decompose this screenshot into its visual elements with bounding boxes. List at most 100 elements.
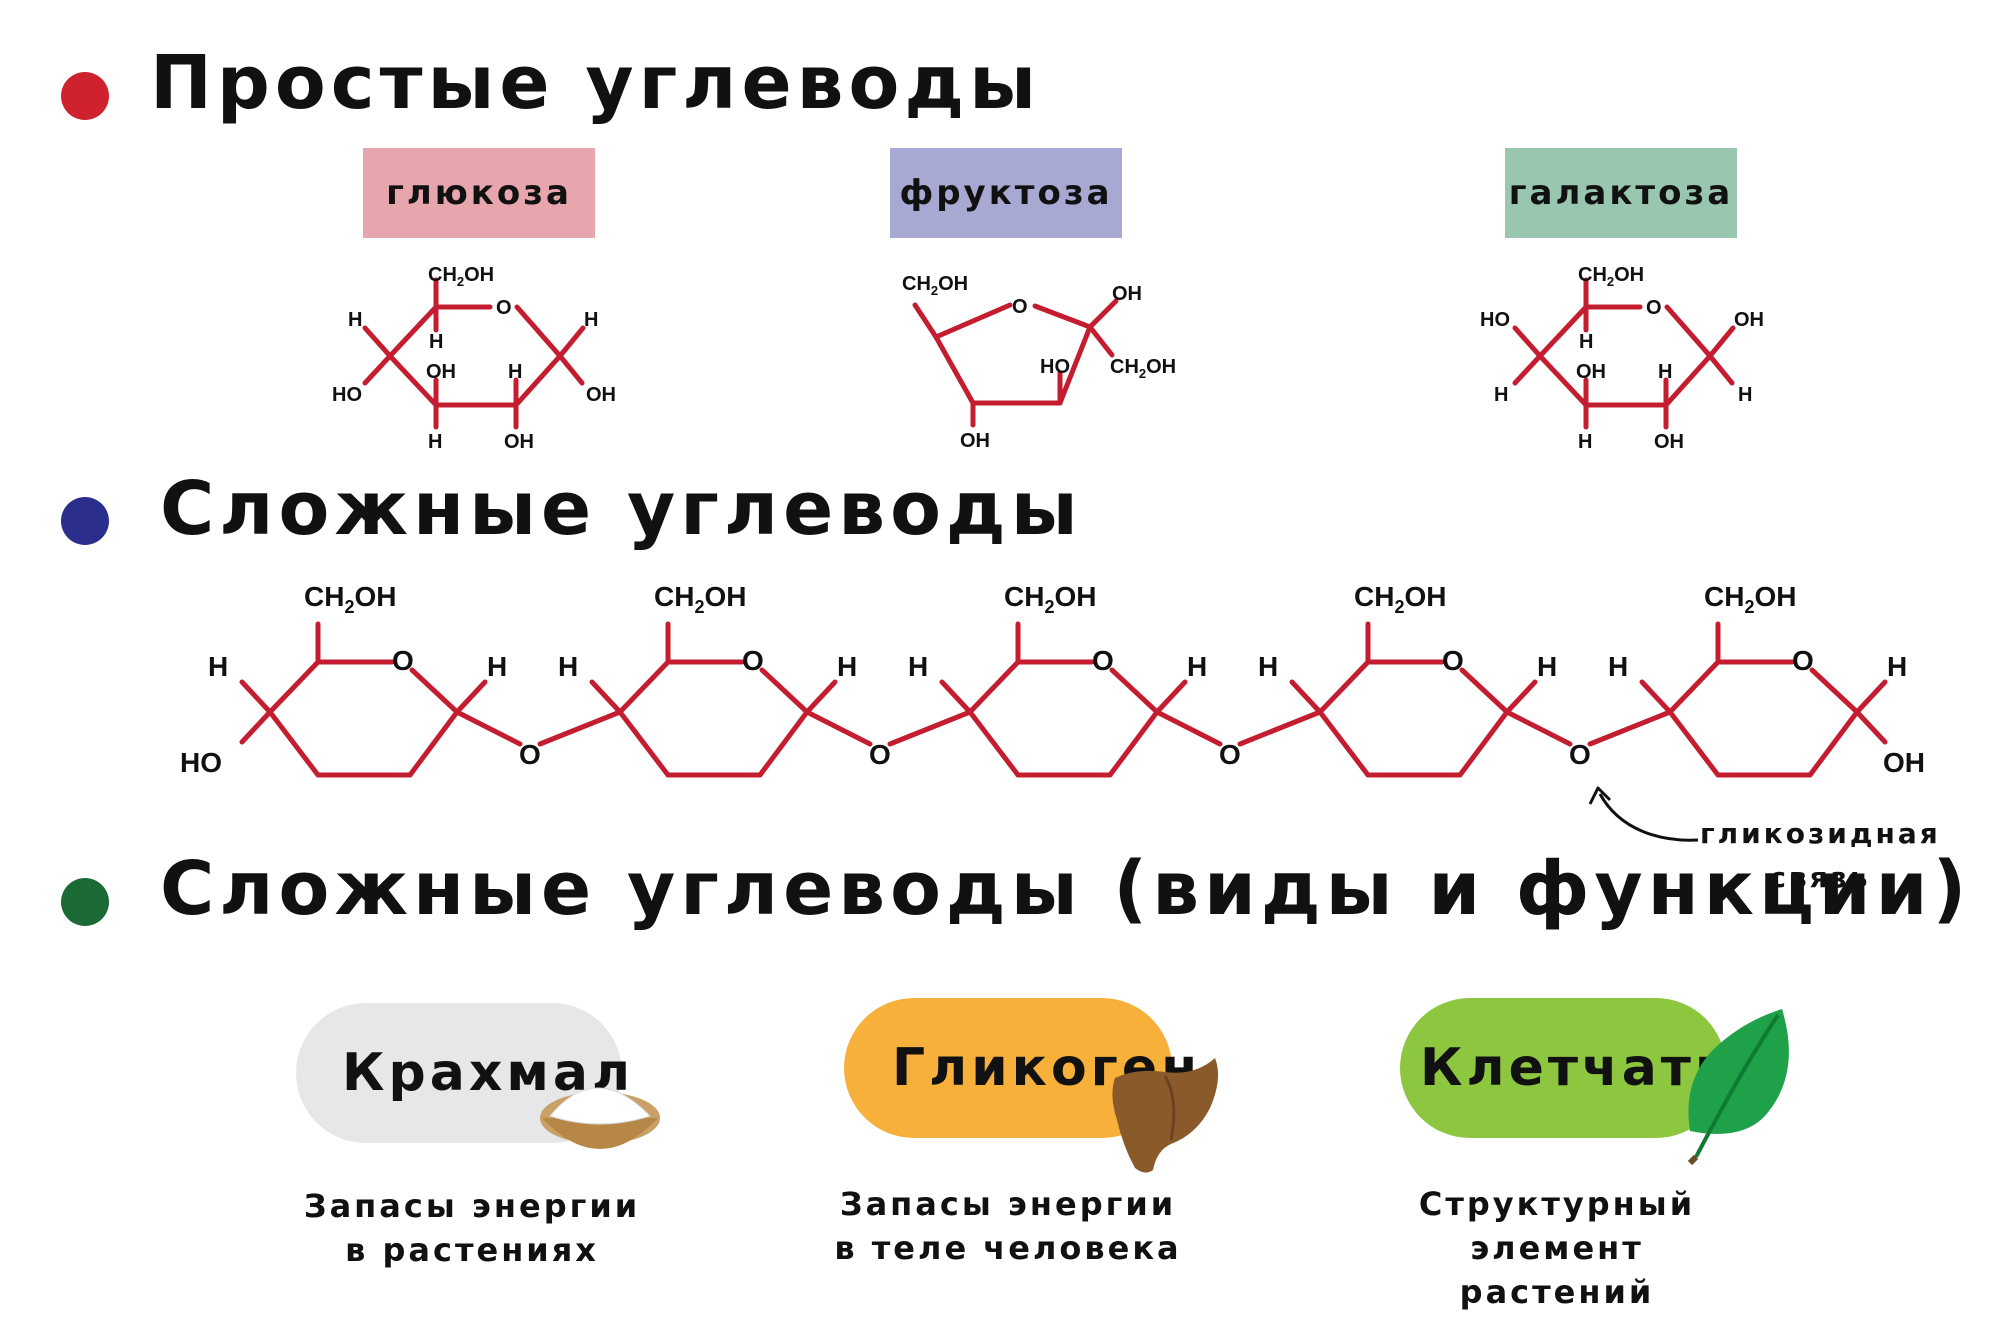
glycosidic-o: O <box>519 739 541 770</box>
starch-bowl-icon <box>540 1087 660 1149</box>
side-bond <box>1639 679 1673 715</box>
ring-bond <box>967 659 1021 715</box>
chain-ch2oh: CH2OH <box>304 581 396 617</box>
chain-ring-o: O <box>1442 645 1464 676</box>
chain-h-left: H <box>1258 651 1278 682</box>
glucose-ho-left: HO <box>332 384 362 406</box>
galactose-ring-o: O <box>1646 297 1662 319</box>
chain-ch2oh: CH2OH <box>1354 581 1446 617</box>
galactose-structure: CH2OH O OH H HO H H OH H H OH <box>1480 264 1764 453</box>
ring-bond <box>267 659 321 715</box>
side-bond <box>1154 679 1188 715</box>
chain-unit-3: CH2OH O H H <box>908 581 1207 778</box>
galactose-oh-right: OH <box>1734 309 1764 331</box>
chain-ring-o: O <box>1092 645 1114 676</box>
chain-ch2oh: CH2OH <box>1704 581 1796 617</box>
galactose-oh-c2: OH <box>1654 431 1684 453</box>
ring-bond <box>757 709 810 778</box>
galactose-label: галактоза <box>1505 148 1737 238</box>
side-bond <box>1854 679 1888 715</box>
types-bullet-icon <box>61 878 109 926</box>
fiber-desc-line2: элемент растений <box>1459 1229 1655 1311</box>
galactose-h-c5: H <box>1579 331 1593 353</box>
ring-bond <box>267 709 321 778</box>
galactose-h-right: H <box>1738 384 1752 406</box>
glucose-oh-c3: OH <box>426 361 456 383</box>
glucose-ch2oh: CH2OH <box>428 264 494 289</box>
chain-h-right: H <box>1887 651 1907 682</box>
chain-h-right: H <box>1187 651 1207 682</box>
chain-ring-o: O <box>392 645 414 676</box>
ring-bond <box>617 709 671 778</box>
glycosidic-o: O <box>1569 739 1591 770</box>
chain-ch2oh: CH2OH <box>654 581 746 617</box>
glycosidic-o: O <box>869 739 891 770</box>
complex-carbs-bullet-icon <box>61 497 109 545</box>
glycosidic-bond <box>1587 709 1673 747</box>
starch-desc-line1: Запасы энергии <box>303 1187 641 1225</box>
ring-bond <box>1107 709 1160 778</box>
fiber-pill: Клетчатка <box>1400 998 1769 1138</box>
glycogen-description: Запасы энергии в теле человека <box>828 1182 1188 1270</box>
side-bond <box>1854 709 1888 745</box>
glycosidic-bond-label-line2: связь <box>1769 861 1871 894</box>
side-bond <box>804 679 838 715</box>
chain-h-left: H <box>558 651 578 682</box>
glycosidic-o: O <box>1219 739 1241 770</box>
ring-bond <box>407 709 460 778</box>
chain-oh-end: OH <box>1883 747 1925 778</box>
glycosidic-bond <box>1154 709 1223 747</box>
glucose-h-c2: H <box>508 361 522 383</box>
ring-bond <box>617 659 671 715</box>
side-bond <box>454 679 488 715</box>
chain-h-right: H <box>487 651 507 682</box>
chain-ring-o: O <box>1792 645 1814 676</box>
glycogen-desc-line1: Запасы энергии <box>839 1185 1177 1223</box>
ring-bond <box>1459 667 1510 715</box>
galactose-oh-c3: OH <box>1576 361 1606 383</box>
simple-carbs-bullet-icon <box>61 72 109 120</box>
ring-bond <box>1807 709 1860 778</box>
ring-bond <box>1667 659 1721 715</box>
glycogen-pill: Гликоген <box>844 998 1197 1138</box>
glycosidic-bond-label: гликозидная связь <box>1700 812 1940 900</box>
ring-bond <box>967 709 1021 778</box>
fiber-description: Структурный элемент растений <box>1377 1182 1737 1314</box>
glycosidic-bond <box>804 709 873 747</box>
types-heading: Сложные углеводы (виды и функции) <box>160 846 1972 932</box>
side-bond <box>589 679 623 715</box>
side-bond <box>1289 679 1323 715</box>
chain-ch2oh: CH2OH <box>1004 581 1096 617</box>
ring-bond <box>759 667 810 715</box>
side-bond <box>1504 679 1538 715</box>
glycogen-desc-line2: в теле человека <box>834 1229 1182 1267</box>
galactose-ho-left: HO <box>1480 309 1510 331</box>
ring-bond <box>1667 709 1721 778</box>
ring-bond <box>1809 667 1860 715</box>
starch-desc-line2: в растениях <box>345 1231 599 1269</box>
fiber-desc-line1: Структурный <box>1418 1185 1696 1223</box>
galactose-h-left: H <box>1494 384 1508 406</box>
side-bond <box>939 679 973 715</box>
ring-bond <box>409 667 460 715</box>
chain-h-left: H <box>908 651 928 682</box>
glucose-label: глюкоза <box>363 148 595 238</box>
chain-ring-o: O <box>742 645 764 676</box>
galactose-h-c3: H <box>1578 431 1592 453</box>
complex-carbs-heading: Сложные углеводы <box>160 466 1083 552</box>
ring-bond <box>1457 709 1510 778</box>
glucose-oh-c2: OH <box>504 431 534 453</box>
glucose-h-left: H <box>348 309 362 331</box>
fructose-ho: HO <box>1040 356 1070 378</box>
starch-description: Запасы энергии в растениях <box>292 1184 652 1272</box>
leaf-icon <box>1687 1009 1789 1165</box>
chain-h-left: H <box>208 651 228 682</box>
fructose-ch2oh-right: CH2OH <box>1110 356 1176 381</box>
fructose-label: фруктоза <box>890 148 1122 238</box>
ring-bond <box>1317 709 1371 778</box>
